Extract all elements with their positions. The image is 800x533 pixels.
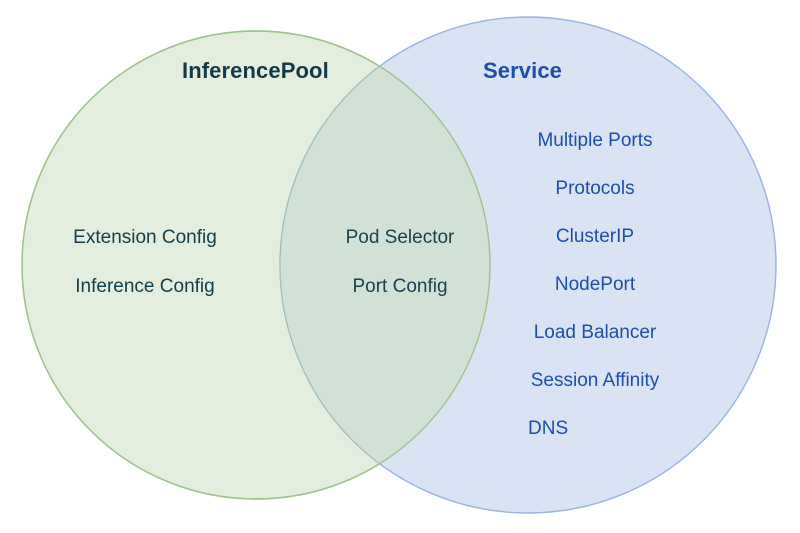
list-item: ClusterIP: [555, 226, 635, 247]
intersection-list: Pod Selector Port Config: [300, 228, 500, 296]
left-only-list: Extension Config Inference Config: [0, 228, 290, 296]
list-item: Extension Config: [73, 227, 217, 248]
list-item: Session Affinity: [530, 370, 660, 391]
list-item: Pod Selector: [345, 227, 455, 248]
circle-title-inferencepool: InferencePool: [182, 58, 329, 83]
list-item: DNS: [528, 418, 569, 439]
list-item: Protocols: [555, 178, 635, 199]
list-item: NodePort: [554, 274, 636, 295]
list-item: Multiple Ports: [537, 130, 653, 151]
list-item: Load Balancer: [533, 322, 657, 343]
circle-overlap-region: [279, 31, 490, 499]
circle-inferencepool-outline: [21, 30, 491, 500]
right-only-list: Multiple Ports Protocols ClusterIP NodeP…: [490, 131, 700, 438]
list-item: Inference Config: [75, 276, 215, 297]
list-item: Port Config: [352, 276, 448, 297]
circle-title-service: Service: [483, 58, 562, 83]
